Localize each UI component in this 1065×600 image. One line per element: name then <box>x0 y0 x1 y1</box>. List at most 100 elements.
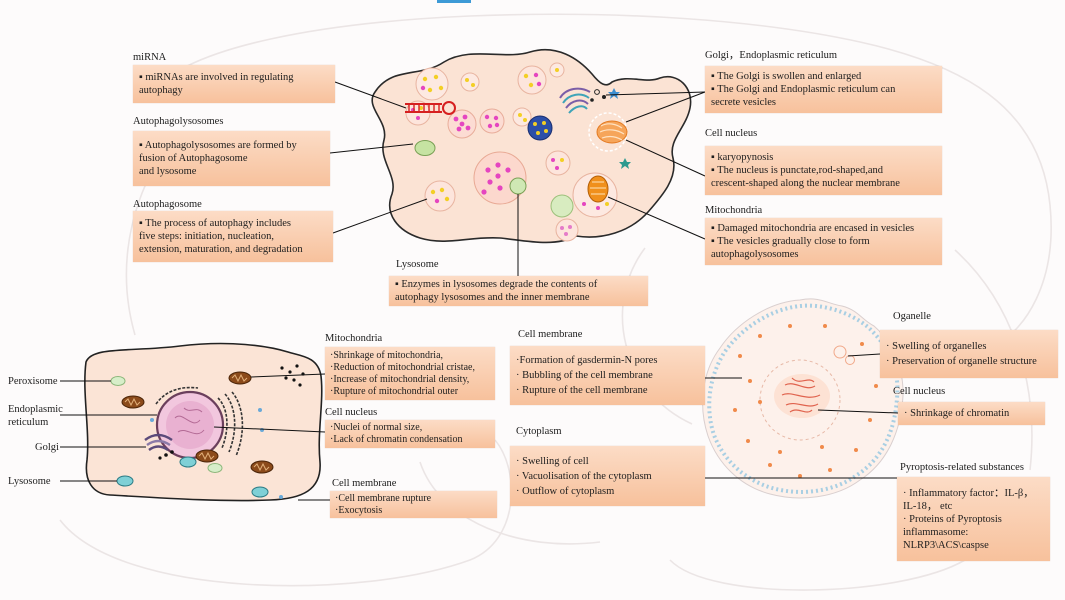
granule <box>528 82 534 88</box>
golgi-apparatus <box>559 87 591 114</box>
box-text-line: ·Increase of mitochondrial density, <box>330 373 470 385</box>
granule <box>854 448 858 452</box>
mitochondrion-cristae <box>253 462 270 472</box>
peroxisome <box>207 463 223 473</box>
autophagolysosome-vesicle <box>479 108 505 134</box>
granule <box>798 474 802 478</box>
granule <box>746 439 750 443</box>
pyroptosis-substances-heading: Pyroptosis-related substances <box>900 462 1024 473</box>
mitochondrion-cristae <box>590 181 606 195</box>
granule <box>485 167 491 173</box>
golgi-stack <box>144 433 173 452</box>
right-cell-membrane-pores <box>707 303 900 494</box>
vesicle-dot <box>279 495 283 499</box>
membrane-rupture-particles <box>280 364 305 387</box>
granule <box>471 83 475 87</box>
particle <box>280 366 284 370</box>
box-text-line: autophagy <box>139 85 183 96</box>
granule <box>439 187 445 193</box>
mitochondrion-cristae <box>231 373 248 383</box>
granule <box>484 114 490 120</box>
box-text-line: NLRP3\ACS\caspse <box>903 539 989 551</box>
granule <box>860 342 864 346</box>
left-nucleus-heading: Cell nucleus <box>325 407 378 418</box>
box-text-line: · Rupture of the cell membrane <box>516 385 648 396</box>
granule <box>456 126 462 132</box>
golgi-cisterna <box>559 87 591 99</box>
mirna-base-pairs <box>408 104 440 112</box>
vesicle-dot <box>150 418 154 422</box>
box-text-line: ·Formation of gasdermin-N pores <box>516 355 658 366</box>
top-mitochondria-box: ▪ Damaged mitochondria are encased in ve… <box>705 218 942 265</box>
granule <box>465 125 471 131</box>
er-label-line-2: reticulum <box>8 417 49 428</box>
granule <box>560 158 564 162</box>
organelle-heading: Oganelle <box>893 311 931 322</box>
lysosome <box>179 456 197 468</box>
right-cell-nuclear-envelope <box>759 359 841 441</box>
particle <box>284 376 288 380</box>
right-cell <box>702 298 904 499</box>
granule <box>582 202 586 206</box>
ghost-outline-center <box>419 461 601 545</box>
swollen-organelle <box>833 345 847 359</box>
box-text-line: ·Shrinkage of mitochondria, <box>330 349 444 361</box>
top-cell <box>371 48 692 244</box>
autophagosome-heading: Autophagosome <box>133 199 202 210</box>
box-text-line: crescent-shaped along the nuclear membra… <box>711 178 900 189</box>
golgi-cisterna <box>568 105 588 114</box>
top-nucleus-box: ▪ karyopynosis▪ The nucleus is punctate,… <box>705 146 942 195</box>
vesicle-dot <box>258 408 262 412</box>
box-text-line: · Swelling of cell <box>516 455 589 467</box>
golgi-cisterna <box>565 99 589 109</box>
autophagosome-green <box>414 140 436 156</box>
golgi-cisterna <box>562 93 590 104</box>
granule <box>555 166 559 170</box>
granule <box>465 78 469 82</box>
granule <box>427 87 433 93</box>
golgi-vesicle <box>594 89 600 95</box>
lysosome-heading: Lysosome <box>396 259 439 270</box>
granule <box>605 202 609 206</box>
background-outlines <box>59 13 1052 591</box>
box-text-line: autophagolysosomes <box>711 249 799 260</box>
box-text-line: ▪ Autophagolysosomes are formed by <box>139 140 297 151</box>
granule <box>874 384 878 388</box>
lysosome-green <box>550 194 574 218</box>
golgi-cisterna <box>144 433 173 441</box>
box-text-line: ▪ The process of autophagy includes <box>139 218 291 229</box>
mitochondrion-cristae <box>198 451 215 461</box>
leader-line-right-nucleus <box>817 409 899 414</box>
box-text-line: ▪ karyopynosis <box>711 152 774 163</box>
mid-membrane-heading: Cell membrane <box>518 329 583 340</box>
particle <box>292 378 296 382</box>
box-text-line: · Proteins of Pyroptosis <box>903 513 1002 525</box>
granule <box>434 198 440 204</box>
organelle-box: · Swelling of organelles· Preservation o… <box>880 330 1058 378</box>
box-text-line: IL-18， etc <box>903 500 953 512</box>
damaged-mitochondrion <box>587 175 609 203</box>
er-membrane <box>224 393 236 453</box>
granule <box>733 408 737 412</box>
box-text-line: ▪ The Golgi and Endoplasmic reticulum ca… <box>711 84 896 95</box>
box-text-line: · Inflammatory factor：IL-β， <box>903 487 1034 499</box>
top-accent-bar <box>437 0 471 3</box>
mitochondrion-cristae <box>124 397 141 407</box>
granule <box>868 418 872 422</box>
golgi-vesicle <box>158 456 162 460</box>
leader-line-left-mitochondria <box>250 373 326 378</box>
granule <box>481 189 487 195</box>
box-text-line: secrete vesicles <box>711 97 777 108</box>
leader-line-er <box>625 91 706 123</box>
mirna-loop <box>442 101 456 115</box>
granule <box>495 173 501 179</box>
left-membrane-box: ·Cell membrane rupture·Exocytosis <box>330 491 497 518</box>
left-mitochondria-heading: Mitochondria <box>325 333 383 344</box>
autophagolysosomes-heading: Autophagolysosomes <box>133 116 224 127</box>
granule <box>542 121 546 125</box>
top-mitochondria-heading: Mitochondria <box>705 205 763 216</box>
leader-line-golgi <box>605 91 706 96</box>
